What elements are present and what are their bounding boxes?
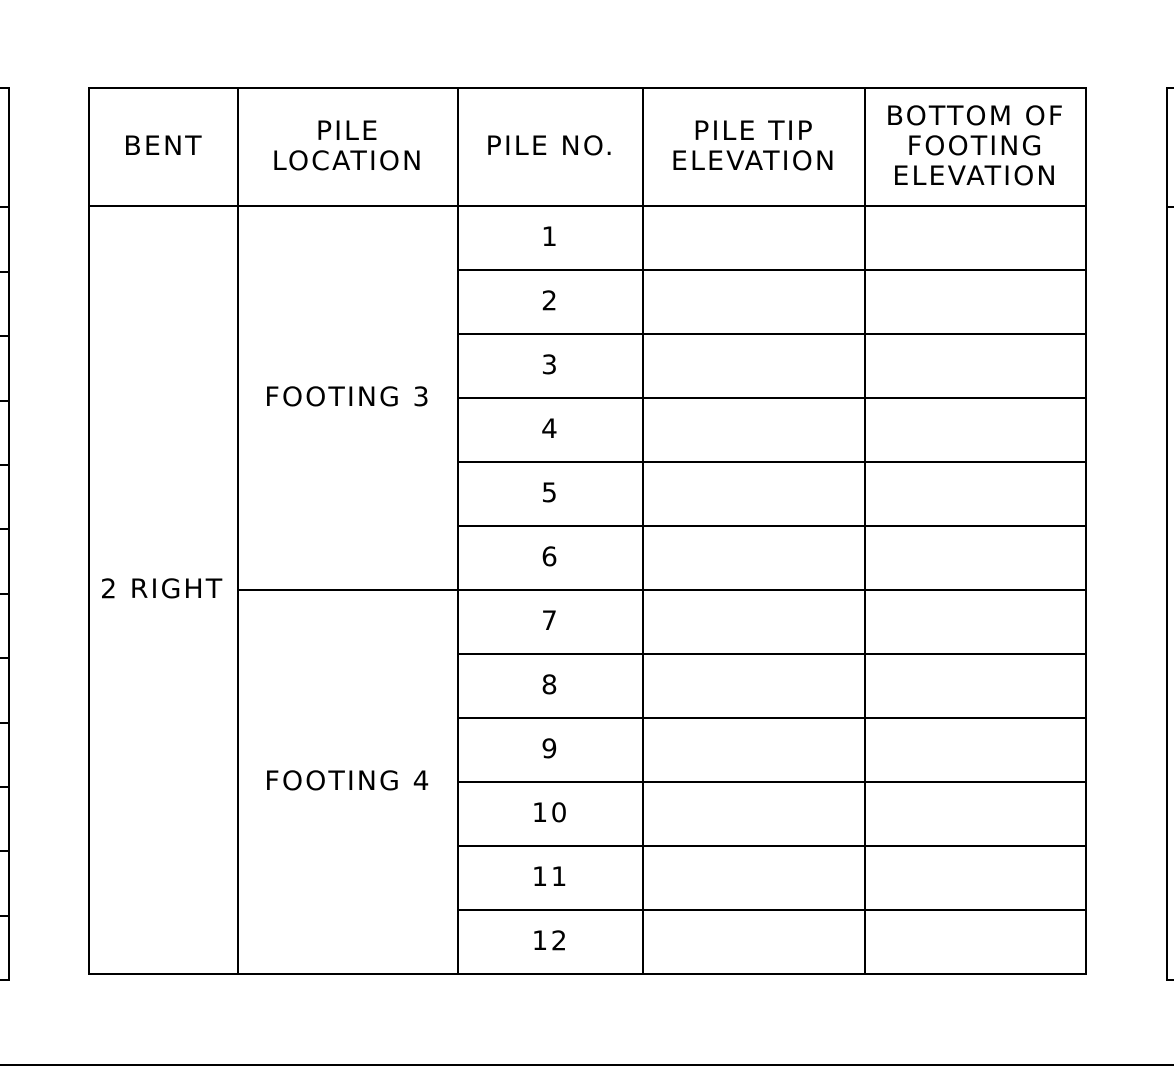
table-row: FOOTING 4 7 [89, 589, 1087, 975]
footing-elevation-cell[interactable] [864, 845, 1087, 911]
table-row: 3 [89, 333, 1087, 399]
footing-elevation-cell[interactable] [864, 333, 1087, 399]
pile-number-cell: 4 [457, 397, 644, 463]
pile-tip-elevation-cell[interactable] [642, 909, 866, 975]
pile-number-cell: 8 [457, 653, 644, 719]
pile-number-cell: 12 [457, 909, 644, 975]
pile-number-cell: 5 [457, 461, 644, 527]
footing-elevation-cell[interactable] [864, 717, 1087, 783]
footing-elevation-cell[interactable] [864, 589, 1087, 655]
footing-elevation-cell[interactable] [864, 653, 1087, 719]
header-pile-tip-elevation: PILE TIP ELEVATION [642, 87, 866, 207]
pile-number-cell: 10 [457, 781, 644, 847]
footing-elevation-cell[interactable] [864, 909, 1087, 975]
pile-tip-elevation-cell[interactable] [642, 461, 866, 527]
footing-elevation-cell[interactable] [864, 461, 1087, 527]
pile-number-cell: 2 [457, 269, 644, 335]
pile-tip-elevation-cell[interactable] [642, 269, 866, 335]
sheet-bottom-border [0, 1064, 1174, 1066]
table-row: 10 [89, 781, 1087, 847]
pile-number-cell: 3 [457, 333, 644, 399]
pile-tip-elevation-cell[interactable] [642, 845, 866, 911]
footing-elevation-cell[interactable] [864, 205, 1087, 271]
header-pile-location: PILE LOCATION [237, 87, 459, 207]
pile-number-cell: 1 [457, 205, 644, 271]
table-row: 6 [89, 525, 1087, 591]
pile-tip-elevation-cell[interactable] [642, 205, 866, 271]
pile-number-cell: 6 [457, 525, 644, 591]
bent-cell: 2 RIGHT [88, 205, 239, 975]
footing-elevation-cell[interactable] [864, 397, 1087, 463]
table-row: 9 [89, 717, 1087, 783]
pile-tip-elevation-cell[interactable] [642, 653, 866, 719]
table-row: 2 [89, 269, 1087, 335]
pile-data-table: BENT PILE LOCATION PILE NO. PILE TIP ELE… [88, 87, 1087, 975]
pile-tip-elevation-cell[interactable] [642, 333, 866, 399]
header-pile-no: PILE NO. [457, 87, 644, 207]
header-bent: BENT [88, 87, 239, 207]
pile-location-cell: FOOTING 3 [237, 205, 459, 591]
pile-number-cell: 7 [457, 589, 644, 655]
header-row: BENT PILE LOCATION PILE NO. PILE TIP ELE… [88, 87, 1087, 207]
table-row: 8 [89, 653, 1087, 719]
footing-elevation-cell[interactable] [864, 525, 1087, 591]
pile-number-cell: 9 [457, 717, 644, 783]
pile-location-cell: FOOTING 4 [237, 589, 459, 975]
pile-tip-elevation-cell[interactable] [642, 525, 866, 591]
header-footing-elevation: BOTTOM OF FOOTING ELEVATION [864, 87, 1087, 207]
pile-tip-elevation-cell[interactable] [642, 717, 866, 783]
table-row: 4 [89, 397, 1087, 463]
table-row: 2 RIGHT FOOTING 3 1 [88, 205, 1087, 975]
table-row: 11 [89, 845, 1087, 911]
table-row: 5 [89, 461, 1087, 527]
pile-tip-elevation-cell[interactable] [642, 589, 866, 655]
pile-tip-elevation-cell[interactable] [642, 781, 866, 847]
table-row: 12 [89, 909, 1087, 975]
pile-number-cell: 11 [457, 845, 644, 911]
pile-tip-elevation-cell[interactable] [642, 397, 866, 463]
footing-elevation-cell[interactable] [864, 269, 1087, 335]
footing-elevation-cell[interactable] [864, 781, 1087, 847]
